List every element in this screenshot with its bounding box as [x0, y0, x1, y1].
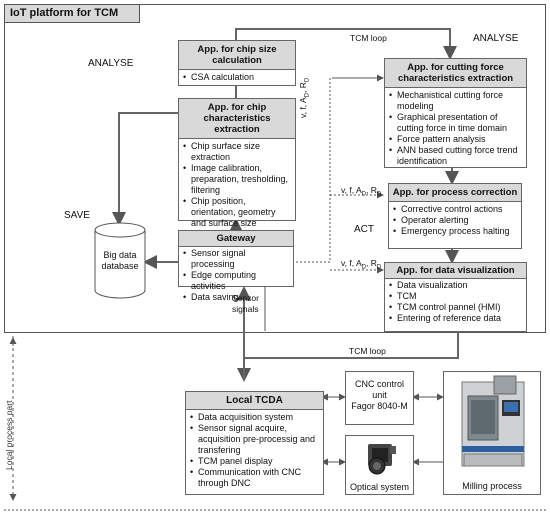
milling-machine-icon: [461, 375, 525, 467]
database-label: Big data database: [94, 250, 146, 272]
optical-label: Optical system: [349, 482, 409, 492]
cnc-control-box: CNC control unit Fagor 8040-M: [345, 371, 414, 425]
local-tcda-item: TCM panel display: [190, 456, 320, 467]
optical-system-box: Optical system: [345, 435, 414, 495]
cnc-label-line2: unit: [372, 390, 387, 400]
camera-icon: [368, 444, 396, 475]
sensor-signals-label-1: Senzor: [232, 293, 259, 303]
cnc-label-line1: CNC control: [354, 379, 404, 389]
cnc-label-line3: Fagor 8040-M: [351, 401, 408, 411]
process-correction-item: Corrective control actions: [393, 204, 518, 215]
chip-char-title: App. for chip characteristics extraction: [179, 99, 295, 139]
milling-label: Milling process: [462, 481, 522, 491]
process-correction-title: App. for process correction: [389, 184, 521, 202]
process-correction-item: Operator alerting: [393, 215, 518, 226]
act-label: ACT: [354, 224, 374, 235]
data-viz-title: App. for data visualization: [385, 263, 526, 279]
local-tcda-item: Data acquisition system: [190, 412, 320, 423]
cutting-force-item: ANN based cutting force trend identifica…: [389, 145, 523, 167]
tcm-loop-top-label: TCM loop: [350, 33, 387, 43]
chip-char-app: App. for chip characteristics extraction…: [178, 98, 296, 239]
sensor-signals-label-2: signals: [232, 304, 259, 314]
cutting-force-item: Mechanistical cutting force modeling: [389, 90, 523, 112]
chip-size-item: CSA calculation: [183, 72, 292, 83]
local-tcda-box: Local TCDA Data acquisition system Senso…: [185, 391, 324, 495]
params-label-2: v, f, AD, RD: [341, 258, 382, 271]
data-viz-item: Data visualization: [389, 280, 523, 291]
iot-platform-title-bar: IoT platform for TCM: [5, 5, 140, 23]
database-label-line1: Big data: [103, 250, 137, 260]
cutting-force-item: Force pattern analysis: [389, 134, 523, 145]
data-viz-app: App. for data visualization Data visuali…: [384, 262, 527, 332]
local-tcda-item: Communication with CNC through DNC: [190, 467, 320, 489]
gateway-item: Data saving: [183, 292, 290, 303]
params-label-1: v, f, AD, RD: [341, 185, 382, 198]
gateway-item: Edge computing activities: [183, 270, 290, 292]
chip-char-item: Image calibration, preparation, treshold…: [183, 163, 292, 196]
process-correction-item: Emergency process halting: [393, 226, 518, 237]
chip-size-title: App. for chip size calculation: [179, 41, 295, 70]
gateway-title: Gateway: [179, 231, 293, 247]
local-process-label: Local process part: [4, 400, 14, 470]
milling-process-box: Milling process: [443, 371, 541, 495]
gateway-box: Gateway Sensor signal processing Edge co…: [178, 230, 294, 303]
analyse-left-label: ANALYSE: [88, 58, 134, 69]
cutting-force-item: Graphical presentation of cutting force …: [389, 112, 523, 134]
iot-platform-title: IoT platform for TCM: [10, 7, 119, 19]
local-tcda-title: Local TCDA: [186, 392, 323, 410]
analyse-right-label: ANALYSE: [473, 33, 519, 44]
database-cylinder: [94, 222, 146, 299]
chip-char-item: Chip surface size extraction: [183, 141, 292, 163]
data-viz-item: TCM: [389, 291, 523, 302]
data-viz-item: TCM control pannel (HMI): [389, 302, 523, 313]
gateway-item: Sensor signal processing: [183, 248, 290, 270]
process-correction-app: App. for process correction Corrective c…: [388, 183, 522, 249]
cutting-force-title: App. for cutting force characteristics e…: [385, 59, 526, 88]
params-vertical-label: v, f, AD, RD: [298, 77, 311, 118]
database-label-line2: database: [101, 261, 139, 271]
tcm-loop-bottom-label: TCM loop: [349, 346, 386, 356]
cutting-force-app: App. for cutting force characteristics e…: [384, 58, 527, 168]
local-tcda-item: Sensor signal acquire, acquisition pre-p…: [190, 423, 320, 456]
data-viz-item: Entering of reference data: [389, 313, 523, 324]
save-label: SAVE: [64, 210, 90, 221]
chip-size-app: App. for chip size calculation CSA calcu…: [178, 40, 296, 86]
